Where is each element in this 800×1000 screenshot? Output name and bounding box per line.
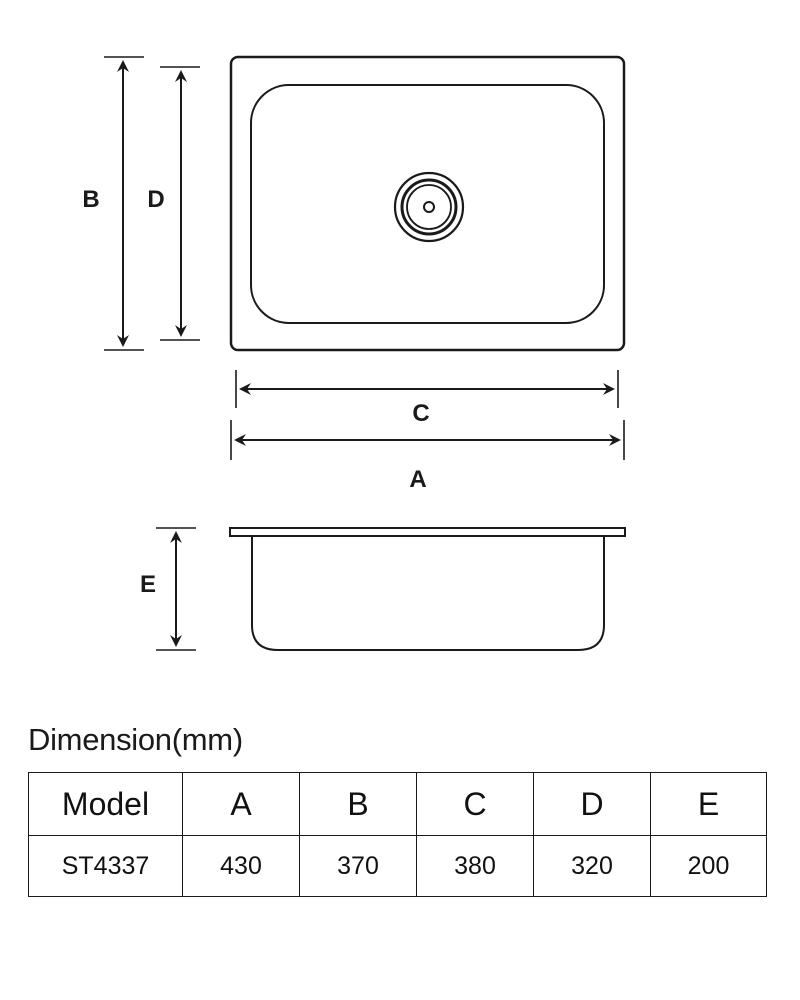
sink-outer-rim xyxy=(229,55,626,352)
dimension-d: D xyxy=(147,66,200,341)
dimension-b: B xyxy=(82,56,144,351)
dimension-e: E xyxy=(140,527,196,651)
label-e: E xyxy=(140,571,156,598)
label-c: C xyxy=(412,400,429,427)
cell-model: ST4337 xyxy=(28,835,183,897)
cell-e: 200 xyxy=(650,835,767,897)
header-model: Model xyxy=(28,772,183,836)
sink-side-view xyxy=(229,527,626,651)
header-b: B xyxy=(299,772,417,836)
cell-b: 370 xyxy=(299,835,417,897)
dimension-caption: Dimension(mm) xyxy=(28,722,243,757)
label-a: A xyxy=(409,466,426,493)
sink-side-rim xyxy=(229,527,626,537)
cell-a: 430 xyxy=(182,835,300,897)
sink-top-view xyxy=(229,55,626,352)
table-header-row: Model A B C D E xyxy=(28,772,767,836)
dimension-a: A xyxy=(230,420,625,493)
sink-bowl-outline xyxy=(250,84,605,324)
sink-side-bowl xyxy=(251,536,605,651)
label-d: D xyxy=(147,186,164,213)
sink-drawing: B D C A E xyxy=(82,55,626,651)
header-a: A xyxy=(182,772,300,836)
cell-d: 320 xyxy=(533,835,651,897)
drain-icon xyxy=(393,171,465,243)
header-d: D xyxy=(533,772,651,836)
dimension-table: Model A B C D E ST4337 430 370 380 320 2… xyxy=(28,772,767,897)
header-e: E xyxy=(650,772,767,836)
cell-c: 380 xyxy=(416,835,534,897)
dimension-c: C xyxy=(235,370,619,427)
table-row: ST4337 430 370 380 320 200 xyxy=(28,835,767,897)
label-b: B xyxy=(82,186,99,213)
header-c: C xyxy=(416,772,534,836)
